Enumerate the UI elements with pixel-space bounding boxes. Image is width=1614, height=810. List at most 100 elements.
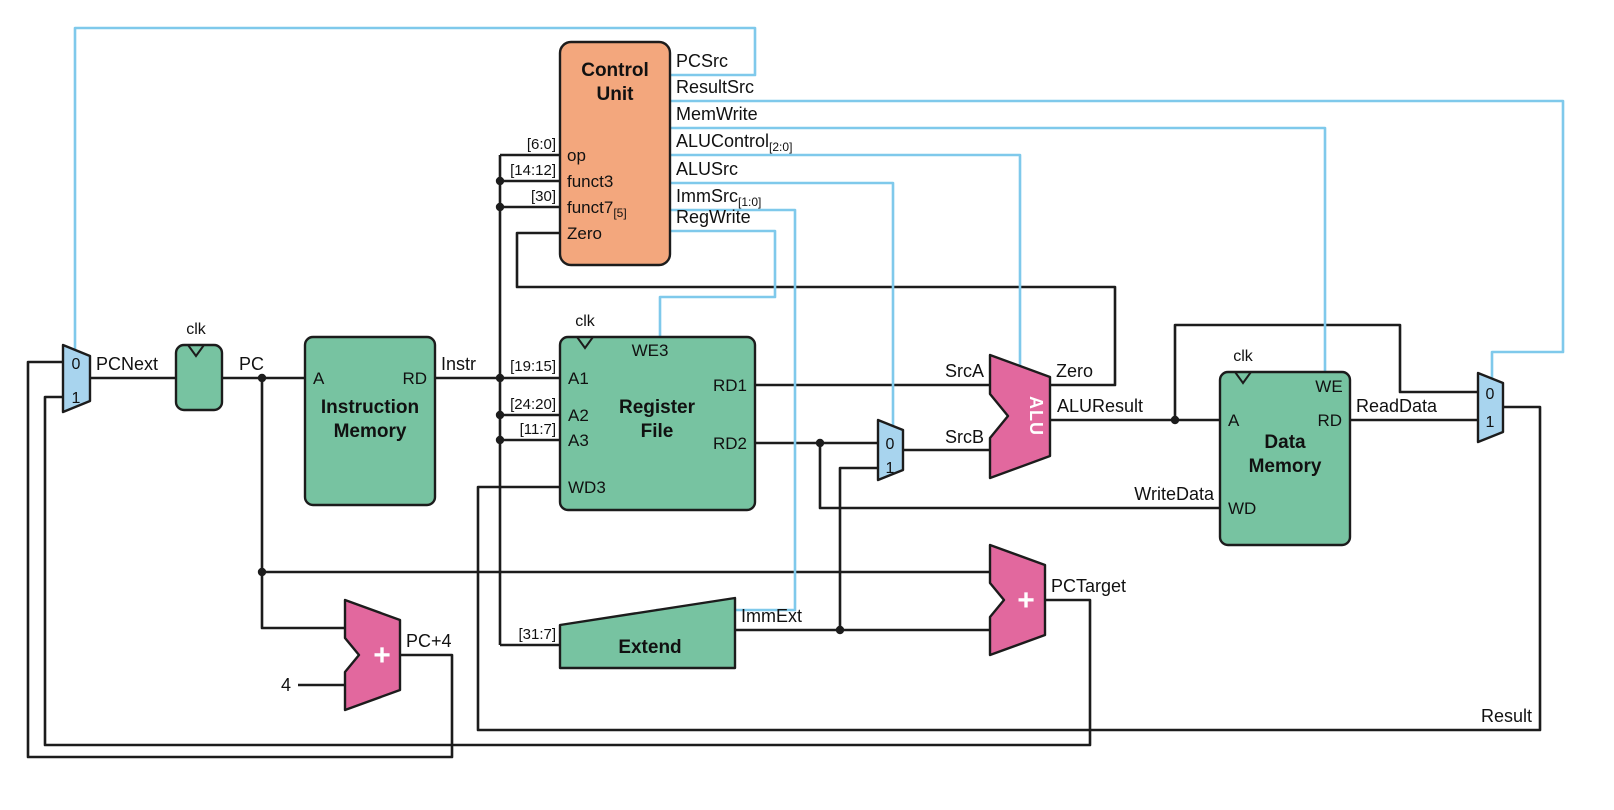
junction-dots bbox=[257, 176, 1180, 635]
alu-block bbox=[988, 353, 1052, 480]
clock-triangle-data-memory bbox=[1233, 371, 1253, 385]
junction-funct3 bbox=[495, 176, 505, 186]
port-rf-a1: A1 bbox=[568, 369, 589, 388]
pc-plus4-adder bbox=[343, 598, 402, 712]
label-memwrite: MemWrite bbox=[676, 104, 758, 124]
plus-pctarget: + bbox=[1017, 584, 1035, 617]
label-regwrite: RegWrite bbox=[676, 207, 751, 227]
label-resultsrc: ResultSrc bbox=[676, 77, 754, 97]
label-immsrc: ImmSrc[1:0] bbox=[676, 186, 761, 209]
label-result: Result bbox=[1481, 706, 1532, 726]
port-imem-rd: RD bbox=[402, 369, 427, 388]
port-imem-a: A bbox=[313, 369, 325, 388]
label-cu-funct7: funct7[5] bbox=[567, 198, 627, 220]
label-readdata: ReadData bbox=[1356, 396, 1438, 416]
mux-result-1: 1 bbox=[1486, 414, 1495, 431]
label-slice-14-12: [14:12] bbox=[510, 162, 556, 179]
wire-pcsrc-control bbox=[73, 26, 757, 352]
label-pc-plus4: PC+4 bbox=[406, 631, 452, 651]
label-immsrc-base: ImmSrc bbox=[676, 186, 738, 206]
label-clk-rf: clk bbox=[575, 313, 596, 330]
label-pcsrc: PCSrc bbox=[676, 51, 728, 71]
port-rf-rd1: RD1 bbox=[713, 376, 747, 395]
junction-pc-pctarget bbox=[257, 567, 267, 577]
labels: Control Unit op funct3 funct7[5] Zero PC… bbox=[72, 51, 1532, 726]
imem-title-line1: Instruction bbox=[321, 397, 419, 418]
alu-label: ALU bbox=[1026, 396, 1046, 436]
label-alusrc: ALUSrc bbox=[676, 159, 738, 179]
label-slice-6-0: [6:0] bbox=[527, 136, 556, 153]
label-zero-flag: Zero bbox=[1056, 361, 1093, 381]
wire-result bbox=[476, 405, 1542, 732]
mux-srcb-1: 1 bbox=[886, 460, 895, 477]
label-clk-dm: clk bbox=[1233, 348, 1254, 365]
port-rf-rd2: RD2 bbox=[713, 434, 747, 453]
extend-title: Extend bbox=[618, 637, 681, 658]
label-cu-op: op bbox=[567, 146, 586, 165]
dmem-title-line2: Memory bbox=[1249, 456, 1322, 477]
label-slice-30: [30] bbox=[531, 188, 556, 205]
control-wires bbox=[73, 26, 1565, 612]
wire-pctarget-return bbox=[43, 395, 1092, 747]
label-alucontrol: ALUControl[2:0] bbox=[676, 131, 792, 154]
label-immsrc-sub: [1:0] bbox=[738, 195, 761, 209]
mux-result-0: 0 bbox=[1486, 386, 1495, 403]
data-memory-block bbox=[1218, 370, 1352, 547]
label-cu-zero: Zero bbox=[567, 224, 602, 243]
label-slice-24-20: [24:20] bbox=[510, 396, 556, 413]
pcnext-mux bbox=[61, 343, 92, 414]
result-mux bbox=[1476, 371, 1505, 444]
label-alucontrol-sub: [2:0] bbox=[769, 140, 792, 154]
imem-title-line2: Memory bbox=[334, 421, 407, 442]
port-rf-a3: A3 bbox=[568, 431, 589, 450]
mux-srcb-0: 0 bbox=[886, 436, 895, 453]
junction-funct7 bbox=[495, 202, 505, 212]
wire-zero-feedback bbox=[515, 231, 1117, 387]
wire-writedata bbox=[818, 443, 1220, 510]
label-slice-19-15: [19:15] bbox=[510, 358, 556, 375]
wire-pc-branch-down bbox=[260, 378, 345, 630]
label-aluresult: ALUResult bbox=[1057, 396, 1143, 416]
mux-pcnext-1: 1 bbox=[72, 390, 81, 407]
label-pc: PC bbox=[239, 354, 264, 374]
register-file-block bbox=[558, 335, 757, 512]
control-unit-title-line1: Control bbox=[581, 60, 649, 81]
wire-resultsrc-control bbox=[670, 99, 1565, 380]
port-rf-we3: WE3 bbox=[632, 341, 669, 360]
junction-a3 bbox=[495, 435, 505, 445]
clock-triangle-register-file bbox=[575, 336, 595, 350]
label-const-4: 4 bbox=[281, 675, 291, 695]
label-srca: SrcA bbox=[945, 361, 984, 381]
label-writedata: WriteData bbox=[1134, 484, 1215, 504]
junction-pc bbox=[257, 373, 267, 383]
pc-register-block bbox=[174, 343, 224, 412]
blocks bbox=[61, 40, 1505, 712]
label-slice-11-7: [11:7] bbox=[520, 421, 556, 438]
wire-memwrite-control bbox=[670, 126, 1327, 374]
label-pctarget: PCTarget bbox=[1051, 576, 1126, 596]
dmem-title-line1: Data bbox=[1264, 432, 1306, 453]
label-instr: Instr bbox=[441, 354, 476, 374]
junction-rd2-writedata bbox=[815, 438, 825, 448]
label-cu-funct3: funct3 bbox=[567, 172, 613, 191]
label-cu-funct7-sub: [5] bbox=[613, 206, 626, 220]
port-dm-we: WE bbox=[1315, 377, 1342, 396]
port-rf-a2: A2 bbox=[568, 406, 589, 425]
extend-block bbox=[558, 596, 737, 670]
control-unit-block bbox=[558, 40, 672, 267]
plus-pc4: + bbox=[373, 639, 391, 672]
mux-pcnext-0: 0 bbox=[72, 356, 81, 373]
port-dm-wd: WD bbox=[1228, 499, 1256, 518]
wire-immext-to-mux bbox=[838, 466, 878, 630]
pctarget-adder bbox=[988, 543, 1047, 657]
clock-triangle-pc bbox=[186, 344, 206, 358]
wire-regwrite-control bbox=[658, 229, 777, 339]
label-slice-31-7: [31:7] bbox=[518, 626, 556, 643]
label-pcnext: PCNext bbox=[96, 354, 158, 374]
regfile-title-line2: File bbox=[641, 421, 674, 442]
label-srcb: SrcB bbox=[945, 427, 984, 447]
label-clk-pc: clk bbox=[186, 321, 207, 338]
label-immext: ImmExt bbox=[741, 606, 802, 626]
